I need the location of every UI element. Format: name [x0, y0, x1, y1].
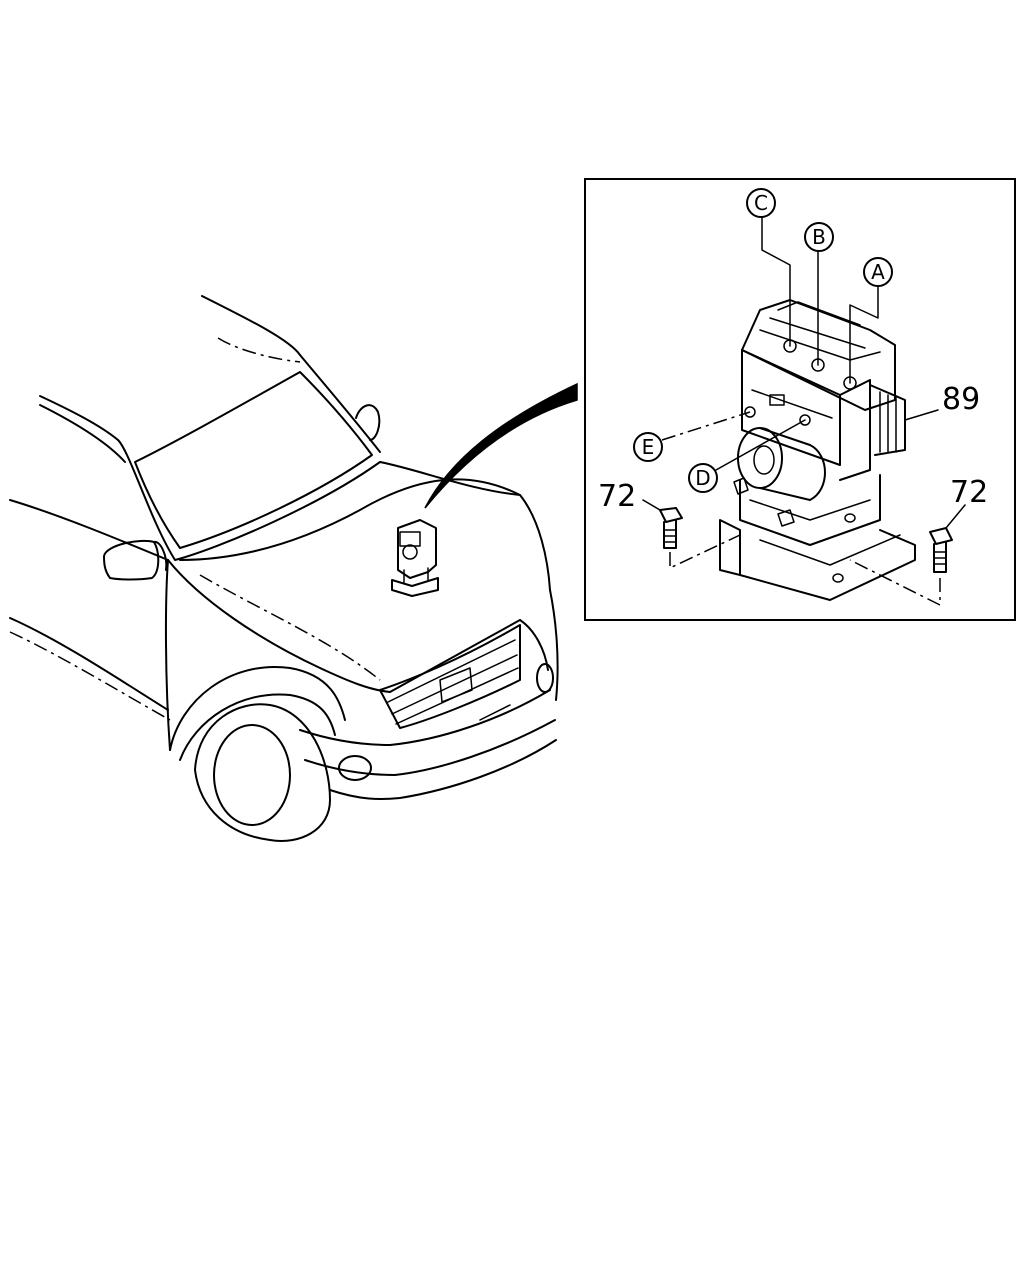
callout-e-leader [661, 411, 751, 441]
part-72-left-leader [642, 499, 661, 511]
callout-e: E [633, 432, 663, 462]
callout-c: C [746, 188, 776, 218]
part-72-right-leader [945, 504, 966, 529]
bolt-left-route [669, 534, 741, 570]
part-number-72-left: 72 [598, 479, 636, 514]
callout-c-leader [761, 215, 791, 347]
callout-d-label: D [695, 466, 710, 490]
bolt-right [929, 527, 953, 573]
part-89-leader [904, 409, 939, 421]
callout-b: B [804, 222, 834, 252]
bolt-left [659, 507, 683, 549]
detail-leader-arrow [424, 382, 578, 509]
callout-a: A [863, 257, 893, 287]
callout-a-leader [849, 284, 879, 384]
abs-unit-location [391, 519, 439, 597]
detail-frame [584, 178, 1016, 621]
callout-b-label: B [812, 225, 826, 249]
bolt-right-route [849, 559, 941, 607]
callout-c-label: C [754, 191, 768, 215]
part-number-72-right: 72 [950, 475, 988, 510]
callout-e-label: E [642, 435, 655, 459]
hydraulic-unit-detail [719, 299, 916, 601]
callout-a-label: A [871, 260, 885, 284]
vehicle-illustration [9, 295, 559, 842]
callout-d-leader [715, 419, 806, 471]
part-number-89: 89 [942, 382, 980, 417]
callout-d: D [688, 463, 718, 493]
